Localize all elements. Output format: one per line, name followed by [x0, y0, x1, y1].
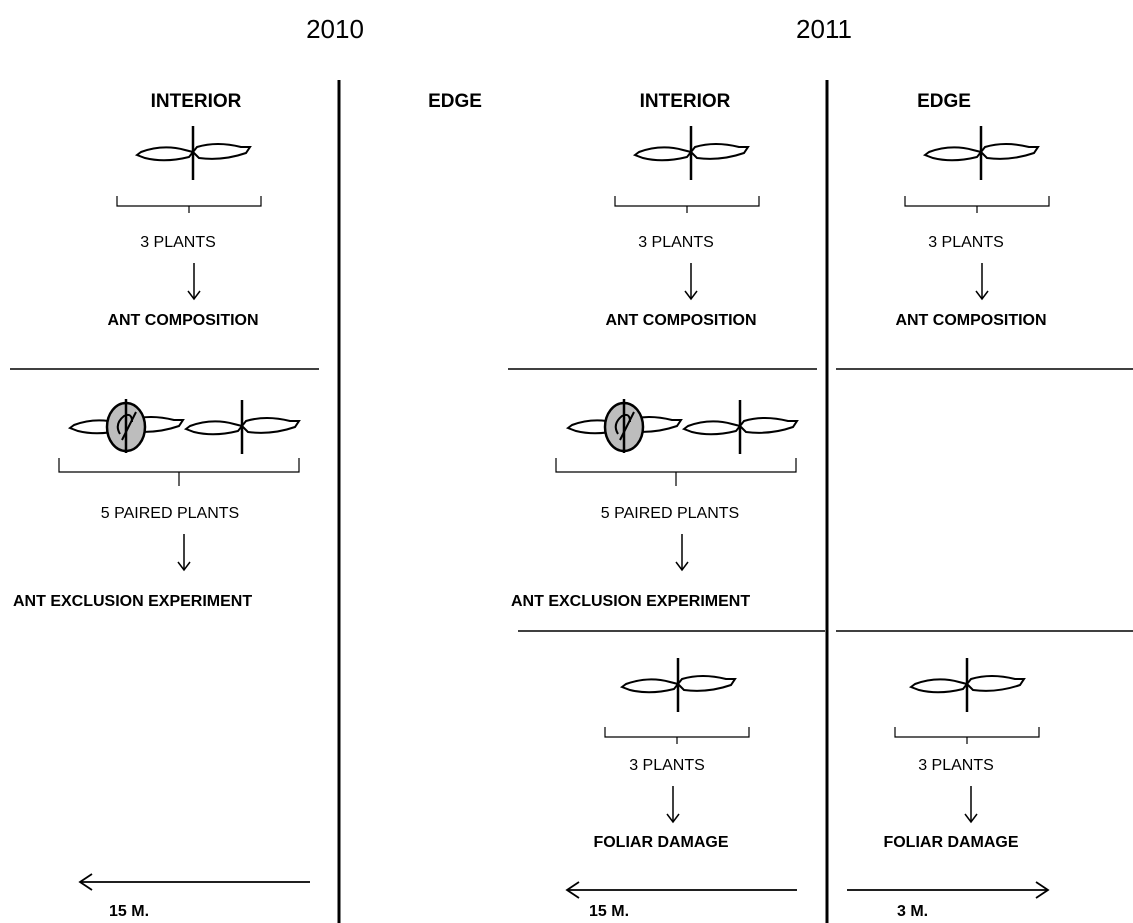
plant-icon	[135, 124, 252, 182]
result-label: ANT EXCLUSION EXPERIMENT	[13, 593, 253, 610]
arrow-down-icon	[684, 262, 698, 300]
plant-count: 3 PLANTS	[918, 757, 994, 774]
result-label: ANT COMPOSITION	[605, 312, 757, 329]
column-header-edge-2010: EDGE	[428, 91, 482, 112]
result-label: ANT COMPOSITION	[107, 312, 259, 329]
plant-icon	[633, 124, 750, 182]
arrow-down-icon	[187, 262, 201, 300]
plant-icon	[923, 124, 1040, 182]
result-label: FOLIAR DAMAGE	[883, 834, 1019, 851]
distance-arrow-left	[78, 873, 310, 891]
brace	[555, 457, 797, 487]
brace	[894, 726, 1040, 745]
plant-count: 3 PLANTS	[140, 234, 216, 251]
plant-count: 3 PLANTS	[638, 234, 714, 251]
year-label-2011: 2011	[796, 14, 852, 44]
brace	[58, 457, 300, 487]
distance-arrow-left	[565, 881, 797, 899]
plant-icon	[620, 656, 737, 714]
column-header-interior-2011: INTERIOR	[639, 91, 731, 112]
brace	[604, 726, 750, 745]
brace	[904, 195, 1050, 214]
distance-label: 3 M.	[897, 903, 929, 920]
distance-label: 15 M.	[109, 903, 150, 920]
plant-count: 5 PAIRED PLANTS	[600, 505, 740, 522]
distance-label: 15 M.	[589, 903, 630, 920]
arrow-down-icon	[964, 785, 978, 823]
ant-exclusion-icon	[566, 397, 683, 455]
ant-exclusion-icon	[68, 397, 185, 455]
plant-icon	[682, 398, 799, 456]
column-header-edge-2011: EDGE	[917, 91, 971, 112]
result-label: FOLIAR DAMAGE	[593, 834, 729, 851]
plant-count: 5 PAIRED PLANTS	[100, 505, 240, 522]
plant-count: 3 PLANTS	[928, 234, 1004, 251]
plant-icon	[184, 398, 301, 456]
arrow-down-icon	[975, 262, 989, 300]
column-header-interior-2010: INTERIOR	[150, 91, 242, 112]
arrow-down-icon	[177, 533, 191, 571]
arrow-down-icon	[666, 785, 680, 823]
arrow-down-icon	[675, 533, 689, 571]
plant-count: 3 PLANTS	[629, 757, 705, 774]
brace	[116, 195, 262, 214]
plant-icon	[909, 656, 1026, 714]
brace	[614, 195, 760, 214]
distance-arrow-right	[847, 881, 1050, 899]
result-label: ANT COMPOSITION	[895, 312, 1047, 329]
result-label: ANT EXCLUSION EXPERIMENT	[511, 593, 751, 610]
year-label-2010: 2010	[306, 14, 364, 44]
